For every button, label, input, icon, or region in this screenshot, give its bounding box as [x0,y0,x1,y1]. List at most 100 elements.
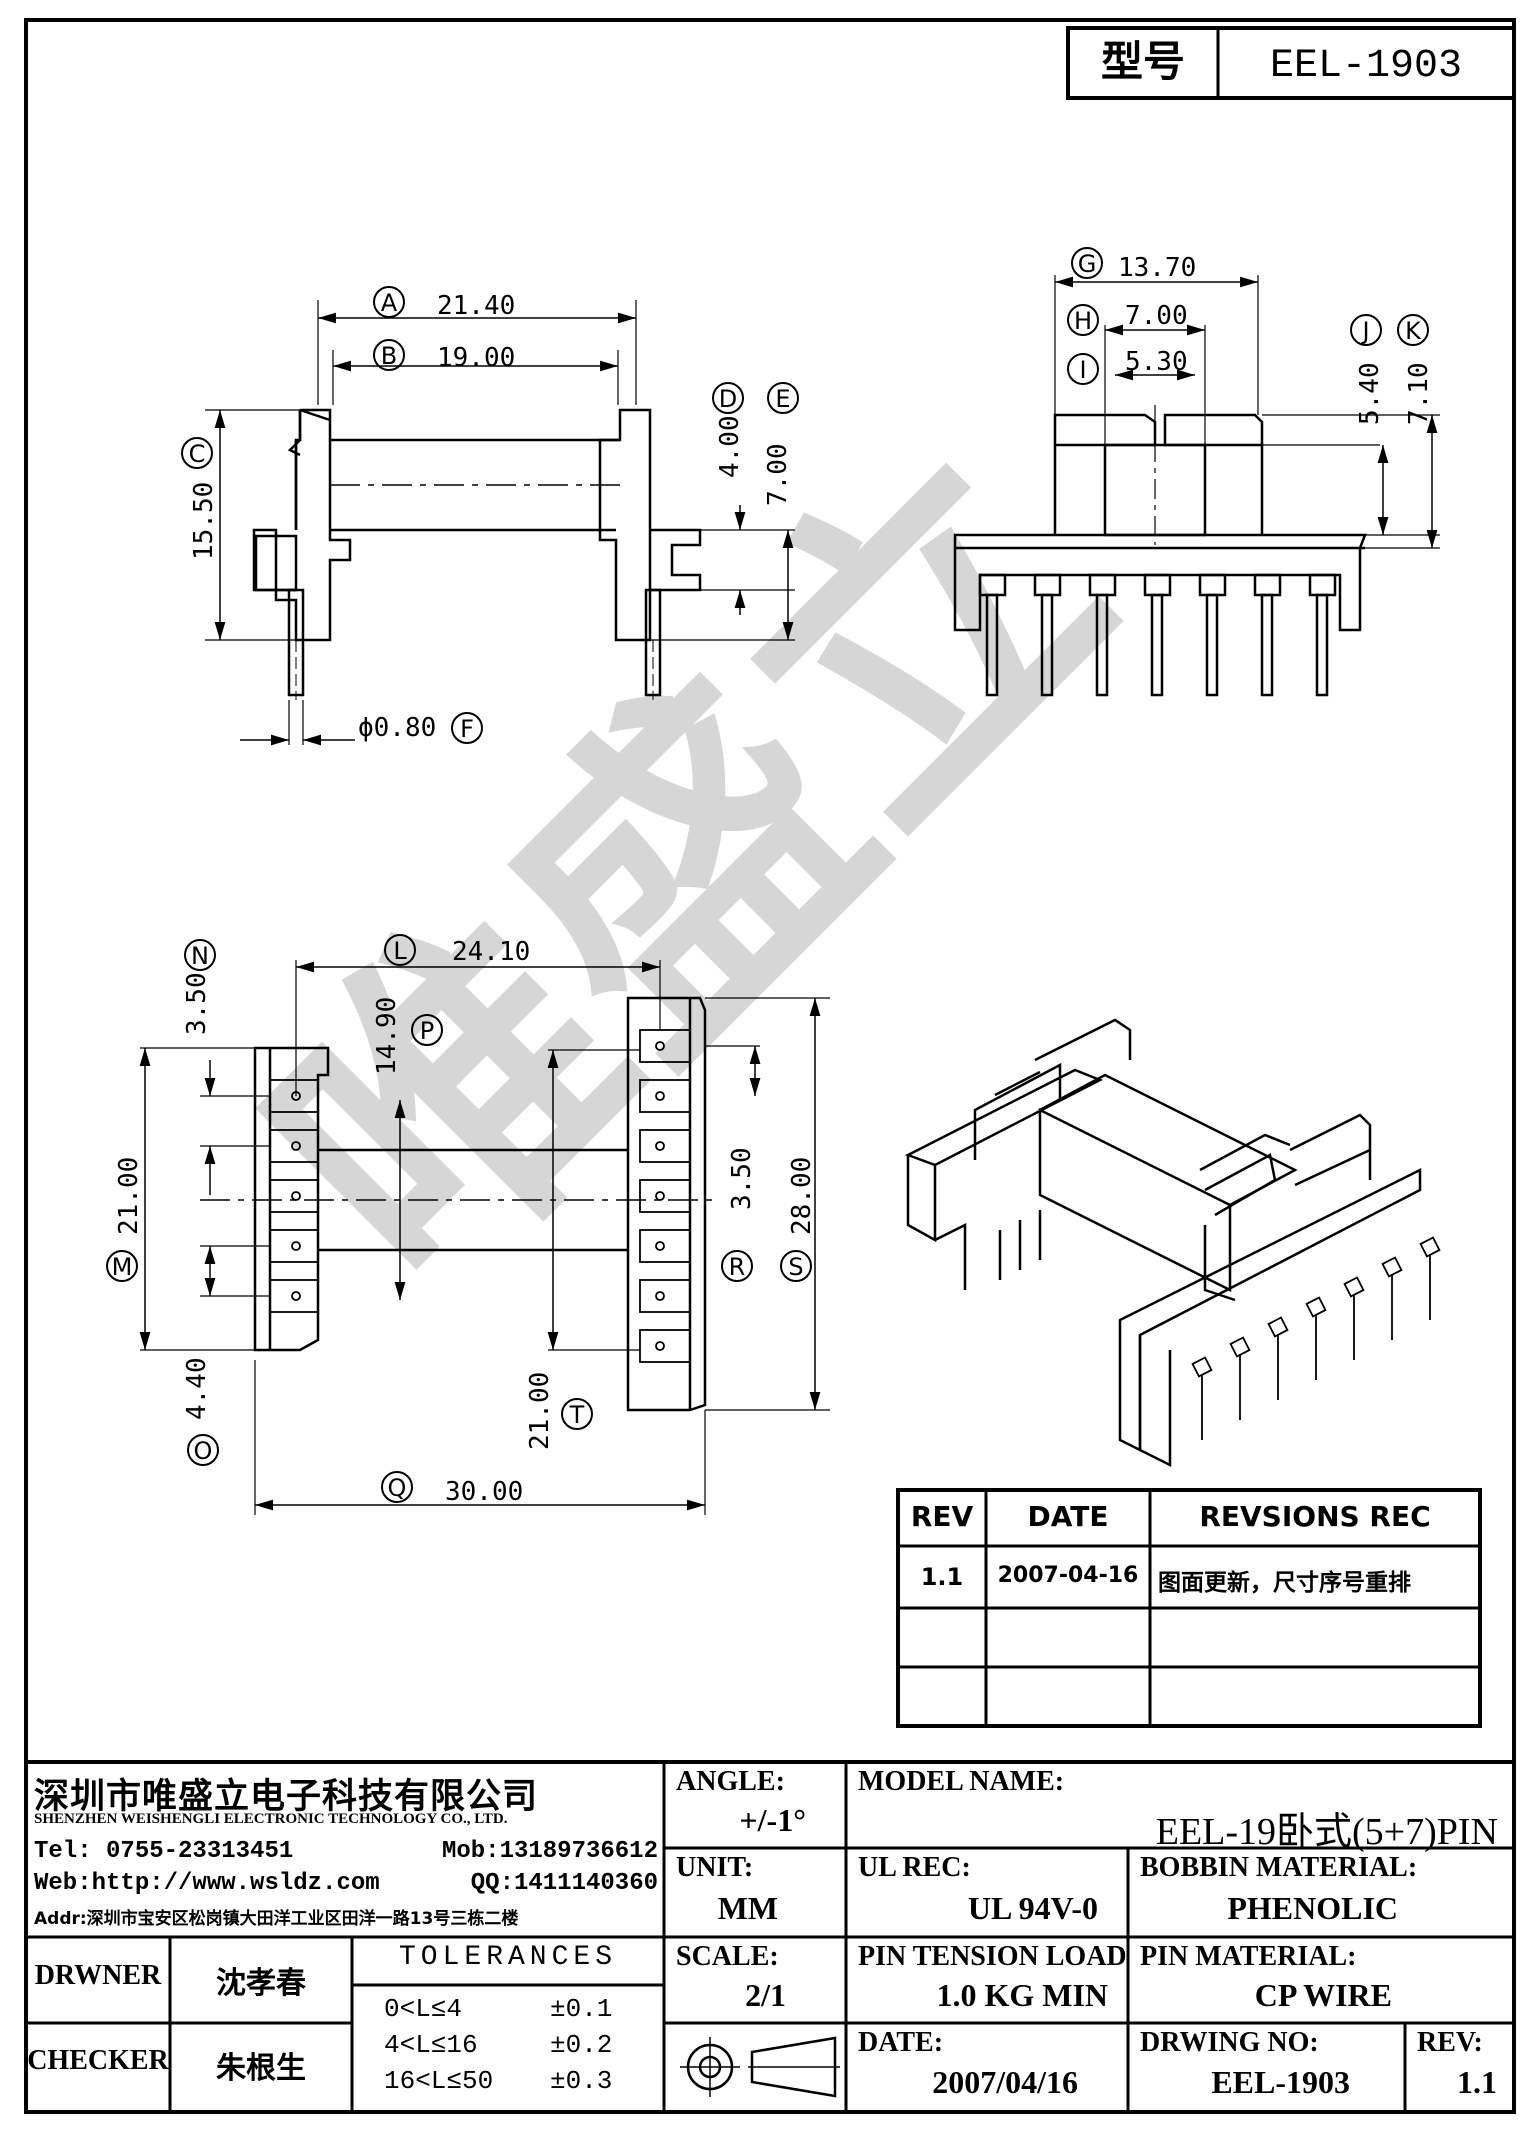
bottom-view-dimension-labels: L 24.10 N 3.50 14.90 P M 21.00 4.40 O Q … [106,934,817,1507]
drawer-label: DRWNER [34,1960,162,1991]
checker-name: 朱根生 [216,2051,306,2086]
company-name-cn: 深圳市唯盛立电子科技有限公司 [34,1777,539,1817]
dim-e-value: 7.00 [763,443,793,506]
dim-d-value: 4.00 [715,415,745,478]
revision-table-grid [896,1488,1482,1728]
svg-text:B: B [381,342,397,370]
svg-text:T: T [569,1401,585,1429]
dim-g-value: 13.70 [1118,253,1196,283]
dim-h-value: 7.00 [1125,301,1188,331]
svg-text:J: J [1360,317,1369,345]
drawing-no-value: EEL-1903 [1211,2064,1350,2100]
company-addr: Addr:深圳市宝安区松岗镇大田洋工业区田洋一路13号三栋二楼 [34,1909,519,1929]
svg-text:P: P [420,1017,434,1045]
svg-text:L: L [393,937,407,965]
pin-tension-value: 1.0 KG MIN [936,1977,1108,2013]
svg-text:S: S [788,1253,803,1281]
side-view-dimension-labels: A 21.40 B 19.00 C 15.50 D 4.00 E 7.00 ϕ0… [181,286,799,744]
date-value: 2007/04/16 [932,2064,1078,2100]
tolerance-value-2: ±0.2 [550,2030,613,2060]
rev-value: 1.1 [1457,2064,1497,2100]
dim-o-value: 4.40 [182,1357,212,1420]
pin-material-label: PIN MATERIAL: [1140,1941,1357,1972]
angle-value: +/-1° [739,1802,806,1838]
dim-j-value: 5.40 [1355,362,1385,425]
drawer-name: 沈孝春 [216,1966,306,2001]
checker-label: CHECKER [27,2045,169,2076]
svg-text:D: D [719,385,737,413]
bobbin-material-value: PHENOLIC [1227,1890,1398,1926]
svg-text:C: C [189,440,206,468]
dim-k-value: 7.10 [1404,362,1434,425]
tolerance-range-2: 4<L≤16 [384,2030,478,2060]
scale-label: SCALE: [676,1941,779,1972]
svg-text:M: M [112,1253,133,1281]
svg-text:F: F [460,715,474,743]
svg-text:Q: Q [388,1474,407,1502]
rev-header-date: DATE [1027,1500,1109,1533]
svg-text:H: H [1074,307,1092,335]
dim-t-value: 21.00 [525,1372,555,1450]
company-web: Web:http://www.wsldz.com [34,1870,380,1897]
ul-rec-value: UL 94V-0 [967,1890,1098,1926]
dim-b-value: 19.00 [437,343,515,373]
tolerance-range-1: 0<L≤4 [384,1994,463,2024]
tolerance-value-1: ±0.1 [550,1994,613,2024]
pin-tension-label: PIN TENSION LOAD: [858,1941,1126,1972]
unit-label: UNIT: [676,1852,754,1883]
sheet-border [24,18,1516,2114]
dim-q-value: 30.00 [445,1477,523,1507]
dim-a-value: 21.40 [437,291,515,321]
pin-material-value: CP WIRE [1254,1977,1392,2013]
model-name-label: MODEL NAME: [858,1766,1065,1797]
tolerance-value-3: ±0.3 [550,2066,613,2096]
svg-text:E: E [775,385,790,413]
company-tel: Tel: 0755-23313451 [34,1838,294,1865]
svg-text:A: A [381,289,398,317]
svg-text:K: K [1405,317,1422,345]
rev-header-rec: REVSIONS REC [1199,1500,1431,1533]
dim-n-value: 3.50 [182,972,212,1035]
company-mob: Mob:13189736612 [441,1838,658,1865]
dim-r-value: 3.50 [727,1147,757,1210]
rev-row-1-date: 2007-04-16 [997,1563,1139,1588]
tolerance-range-3: 16<L≤50 [384,2066,494,2096]
unit-value: MM [717,1890,778,1926]
front-view-dimension-labels: G 13.70 H 7.00 I 5.30 J K 5.40 7.10 [1067,247,1434,425]
title-block-grid [26,1760,1514,2112]
company-qq: QQ:1411140360 [470,1870,658,1897]
projection-symbol-icon [680,2036,840,2098]
model-header-value: EEL-1903 [1270,44,1462,89]
model-header-box: 型号 EEL-1903 [1066,26,1516,100]
dim-i-value: 5.30 [1125,347,1188,377]
ul-rec-label: UL REC: [858,1852,971,1883]
rev-label: REV: [1417,2027,1483,2058]
dim-c-value: 15.50 [189,482,219,560]
svg-text:G: G [1078,250,1097,278]
dim-l-value: 24.10 [452,937,530,967]
scale-value: 2/1 [745,1977,786,2013]
rev-header-rev: REV [910,1500,974,1533]
svg-text:R: R [729,1253,746,1281]
svg-text:I: I [1079,356,1086,384]
drawing-no-label: DRWING NO: [1140,2027,1319,2058]
rev-row-1-rec: 图面更新，尺寸序号重排 [1158,1570,1411,1596]
front-view [953,275,1440,697]
model-name-value: EEL-19卧式(5+7)PIN [1155,1811,1498,1853]
dim-m-value: 21.00 [114,1157,144,1235]
rev-row-1-rev: 1.1 [920,1563,964,1591]
bottom-view [139,960,830,1515]
isometric-view [904,1018,1441,1468]
tolerances-title: TOLERANCES [398,1942,618,1973]
dim-s-value: 28.00 [787,1157,817,1235]
svg-text:O: O [194,1437,213,1465]
dim-p-value: 14.90 [372,997,402,1075]
company-name-en: SHENZHEN WEISHENGLI ELECTRONIC TECHNOLOG… [34,1811,508,1827]
bobbin-material-label: BOBBIN MATERIAL: [1140,1852,1418,1883]
date-label: DATE: [858,2027,944,2058]
model-header-label: 型号 [1101,37,1185,86]
dim-f-value: ϕ0.80 [358,713,436,743]
angle-label: ANGLE: [676,1766,785,1797]
svg-text:N: N [191,942,209,970]
